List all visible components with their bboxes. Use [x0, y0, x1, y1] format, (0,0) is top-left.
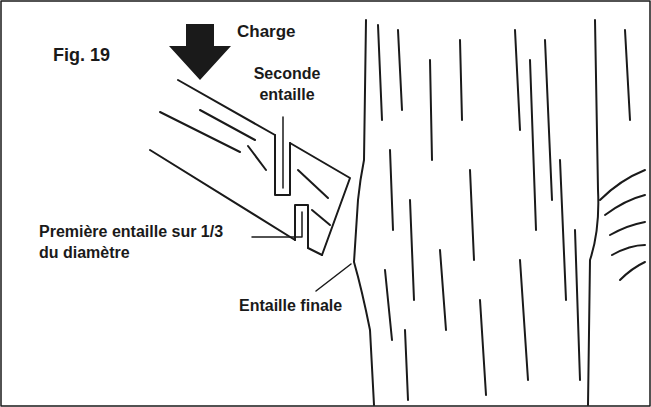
leader-lines [252, 117, 351, 291]
cut-label: Seconde entaille [236, 64, 338, 106]
load-label: Charge [236, 21, 297, 43]
cut-label: Entaille finale [238, 296, 343, 317]
cut-label: Première entaille sur 1/3 du diamètre [38, 222, 248, 264]
load-arrow [169, 24, 231, 80]
trunk [354, 20, 645, 405]
figure-number: Fig. 19 [52, 44, 111, 67]
